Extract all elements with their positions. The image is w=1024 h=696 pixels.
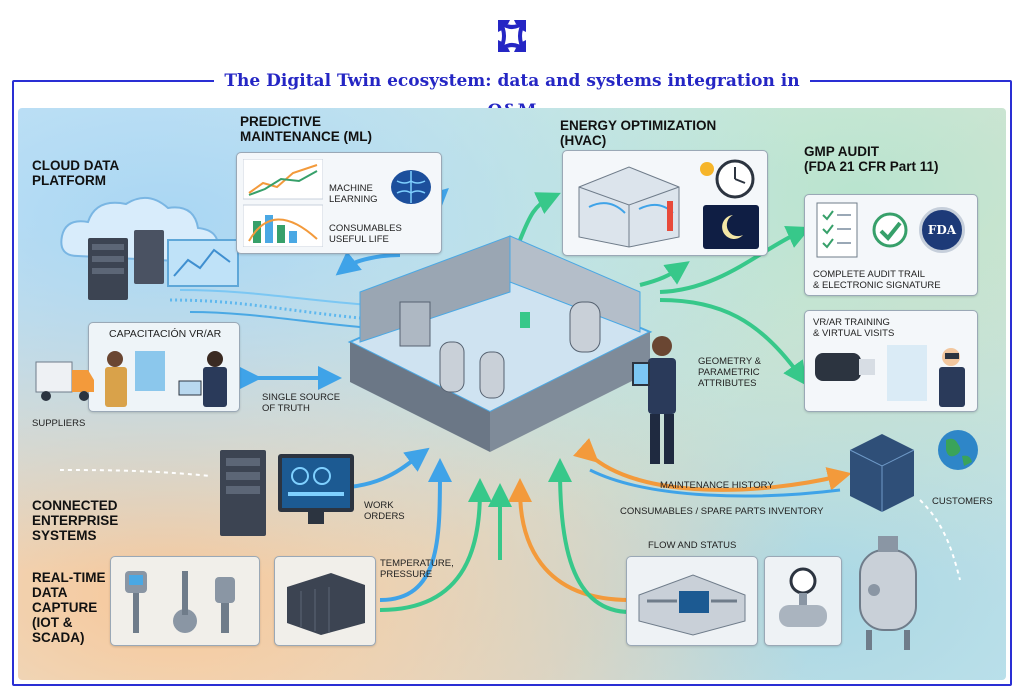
check-circle-icon	[872, 212, 908, 248]
single-source-label: SINGLE SOURCE OF TRUTH	[262, 392, 341, 414]
capacitacion-text: CAPACITACIÓN VR/AR	[109, 328, 222, 340]
process-skid-icon	[638, 574, 746, 636]
brand-logo-icon	[498, 20, 526, 52]
supplier-truck-icon	[35, 361, 94, 401]
fda-seal-icon: FDA	[919, 207, 965, 253]
brain-icon	[391, 170, 431, 204]
document-checklist-icon	[816, 202, 858, 258]
geometry-attributes-label: GEOMETRY & PARAMETRIC ATTRIBUTES	[698, 356, 761, 389]
vr-training-card: VR/AR TRAINING & VIRTUAL VISITS	[804, 310, 978, 412]
sun-clock-icon	[700, 159, 755, 199]
energy-optimization-label: ENERGY OPTIMIZATION (HVAC)	[560, 118, 717, 148]
ml-charts-icon	[243, 159, 323, 247]
flow-status-label: FLOW AND STATUS	[648, 540, 737, 551]
enterprise-server-monitor-icon	[220, 450, 354, 536]
work-orders-label: WORK ORDERS	[364, 500, 405, 522]
suppliers-label: SUPPLIERS	[32, 418, 86, 429]
flow-skid-card	[626, 556, 758, 646]
maintenance-history-label: MAINTENANCE HISTORY	[660, 480, 774, 491]
connected-enterprise-label: CONNECTED ENTERPRISE SYSTEMS	[32, 498, 119, 543]
digital-twin-plant-icon	[347, 235, 653, 452]
hvac-unit-icon	[578, 166, 680, 248]
title-bar: The Digital Twin ecosystem: data and sys…	[214, 66, 810, 121]
energy-optimization-card	[562, 150, 768, 256]
cloud-data-platform-label: CLOUD DATA PLATFORM	[32, 158, 120, 188]
bioreactor-tank-icon	[859, 536, 917, 650]
moon-night-icon	[703, 205, 759, 249]
customers-label: CUSTOMERS	[932, 496, 993, 507]
realtime-data-capture-label: REAL-TIME DATA CAPTURE (IOT & SCADA)	[32, 570, 106, 645]
temperature-pressure-label: TEMPERATURE, PRESSURE	[380, 558, 454, 580]
scada-cabinet-icon	[287, 573, 365, 635]
consumables-inventory-label: CONSUMABLES / SPARE PARTS INVENTORY	[620, 506, 824, 517]
flowmeter-gauge-icon	[779, 567, 827, 627]
predictive-maintenance-label: PREDICTIVE MAINTENANCE (ML)	[240, 114, 372, 144]
gmp-audit-card: FDA COMPLETE AUDIT TRAIL & ELECTRONIC SI…	[804, 194, 978, 296]
flowmeter-card	[764, 556, 842, 646]
consumables-useful-life-text: CONSUMABLES USEFUL LIFE	[329, 223, 402, 245]
capacitacion-card: CAPACITACIÓN VR/AR	[88, 322, 240, 412]
predictive-maintenance-card: MACHINE LEARNING CONSUMABLES USEFUL LIFE	[236, 152, 442, 254]
customer-cube-globe-icon	[849, 430, 978, 512]
iot-sensors-icon	[125, 571, 235, 633]
scada-cabinet-card	[274, 556, 376, 646]
machine-learning-text: MACHINE LEARNING	[329, 183, 378, 205]
sensors-card	[110, 556, 260, 646]
ar-people-icon	[105, 351, 227, 407]
cloud-server-icon	[60, 197, 239, 300]
technician-tablet-icon	[632, 336, 676, 464]
audit-trail-text: COMPLETE AUDIT TRAIL & ELECTRONIC SIGNAT…	[813, 269, 941, 291]
vr-training-text: VR/AR TRAINING & VIRTUAL VISITS	[813, 317, 895, 339]
vr-headset-person-icon	[815, 345, 965, 407]
gmp-audit-label: GMP AUDIT (FDA 21 CFR Part 11)	[804, 144, 939, 174]
